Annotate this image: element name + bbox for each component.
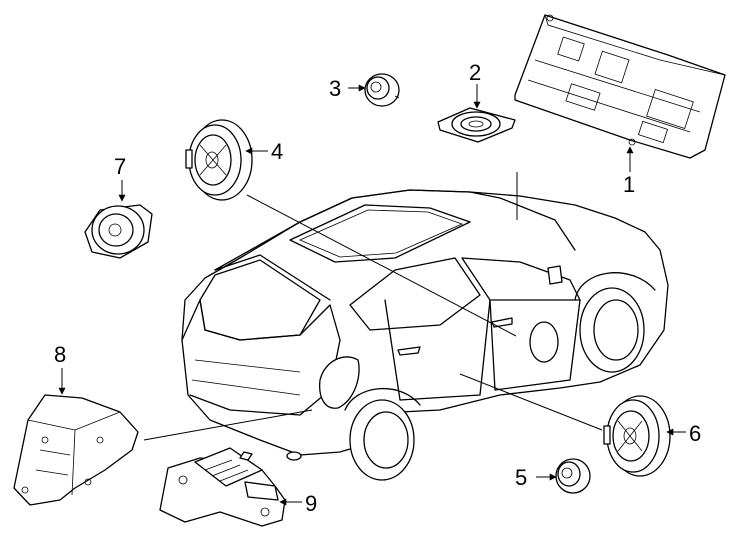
part-4-door-speaker — [185, 119, 253, 201]
callout-9: 9 — [305, 491, 317, 516]
location-leader-lines — [143, 172, 603, 441]
part-3-small-speaker — [364, 73, 400, 107]
part-2-tweeter — [437, 107, 516, 143]
callout-7: 7 — [114, 154, 126, 179]
callout-8: 8 — [54, 342, 66, 367]
part-9-bracket-module — [159, 447, 286, 527]
callout-5: 5 — [515, 465, 527, 490]
callout-6: 6 — [689, 421, 701, 446]
part-5-small-speaker — [555, 458, 591, 494]
callout-1: 1 — [623, 172, 635, 197]
part-7-speaker — [84, 204, 153, 259]
vehicle-illustration — [181, 189, 669, 481]
callout-4: 4 — [271, 139, 283, 164]
part-8-amplifier — [13, 394, 139, 506]
callout-2: 2 — [469, 60, 481, 85]
callout-3: 3 — [329, 76, 341, 101]
part-1-audio-unit — [514, 14, 726, 159]
part-6-door-speaker — [603, 395, 671, 477]
